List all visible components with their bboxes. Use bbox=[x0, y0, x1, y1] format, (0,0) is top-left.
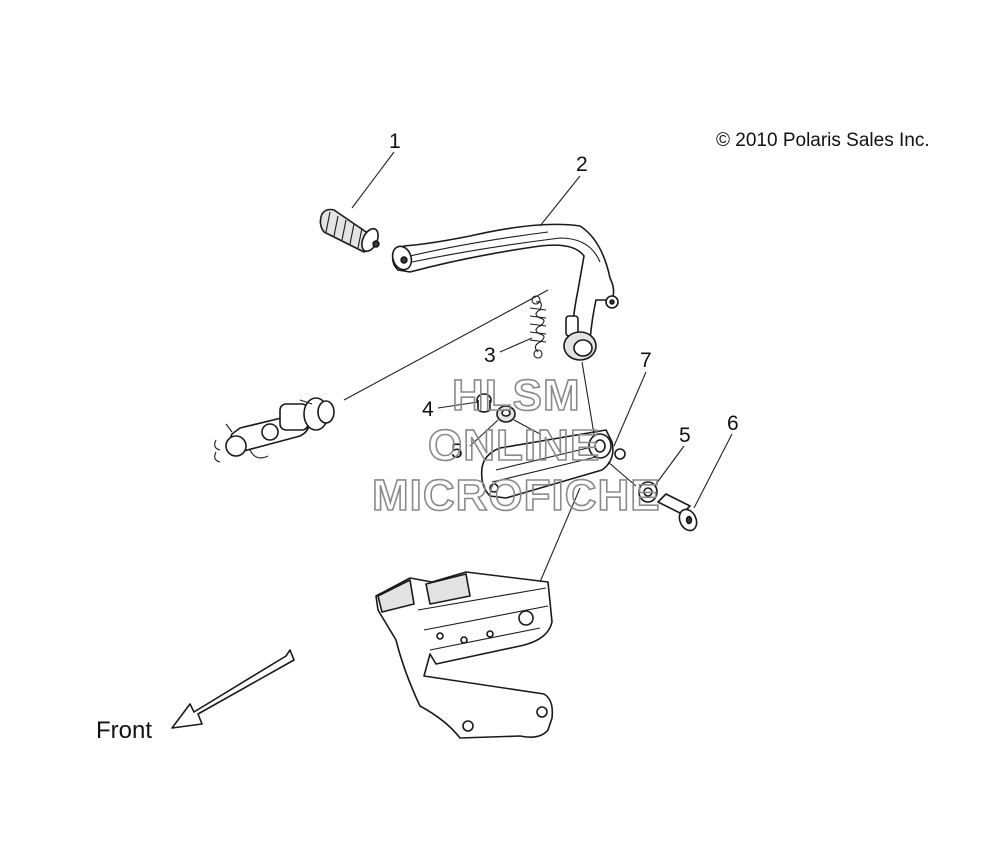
leader-lines bbox=[343, 151, 733, 583]
part-1-foot-peg bbox=[319, 208, 380, 253]
part-6-bolt bbox=[657, 493, 698, 532]
watermark-line-1: HLSM bbox=[452, 371, 581, 420]
front-arrow-icon bbox=[171, 649, 295, 729]
callout-5-left: 5 bbox=[451, 440, 463, 463]
watermark-line-2: ONLINE bbox=[428, 421, 600, 470]
part-2-brake-pedal bbox=[391, 223, 619, 361]
watermark: HLSM ONLINE MICROFICHE bbox=[371, 370, 661, 521]
part-4-pin bbox=[476, 393, 492, 413]
copyright-text: © 2010 Polaris Sales Inc. bbox=[716, 130, 930, 151]
watermark-line-3: MICROFICHE bbox=[372, 471, 661, 520]
footrest-base bbox=[375, 571, 554, 739]
callout-5-right: 5 bbox=[679, 424, 691, 447]
callout-4: 4 bbox=[422, 398, 434, 421]
callout-1: 1 bbox=[389, 130, 401, 153]
callout-3: 3 bbox=[484, 344, 496, 367]
front-label: Front bbox=[96, 717, 152, 744]
part-5-bushing-left bbox=[496, 405, 516, 423]
callout-6: 6 bbox=[727, 412, 739, 435]
callout-2: 2 bbox=[576, 153, 588, 176]
callout-7: 7 bbox=[640, 349, 652, 372]
part-5-washer-right bbox=[638, 481, 658, 503]
part-3-spring bbox=[529, 295, 547, 359]
master-cylinder bbox=[214, 397, 335, 463]
part-7-bracket bbox=[480, 429, 626, 499]
